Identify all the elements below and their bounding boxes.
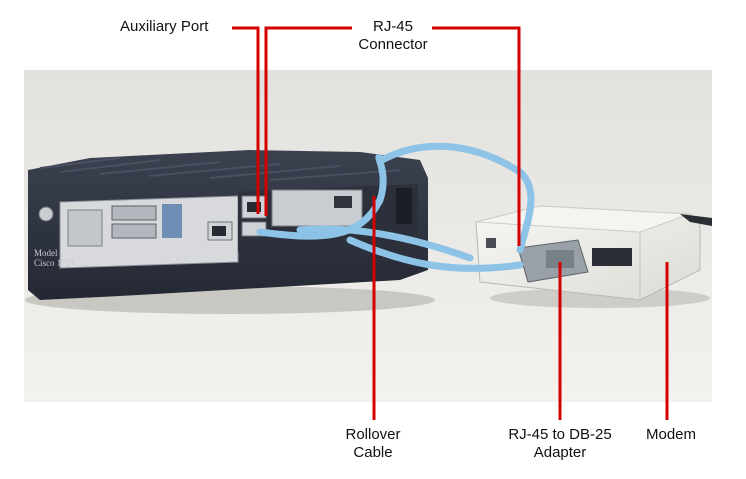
label-auxiliary-port: Auxiliary Port xyxy=(120,18,208,36)
db25-adapter xyxy=(517,239,589,283)
label-rollover-line2: Cable xyxy=(353,444,393,461)
label-rj45-line1: RJ-45 xyxy=(372,18,413,35)
callout-line-aux-port xyxy=(232,26,260,214)
label-modem: Modem xyxy=(636,426,706,444)
label-rollover-cable: Rollover Cable xyxy=(328,426,418,462)
callout-line-rj45-right xyxy=(432,26,521,246)
label-adapter-line1: RJ-45 to DB-25 xyxy=(508,426,612,443)
label-rj45-db25-adapter: RJ-45 to DB-25 Adapter xyxy=(490,426,630,462)
label-modem-text: Modem xyxy=(645,426,697,443)
router xyxy=(28,150,428,300)
label-rollover-line1: Rollover xyxy=(345,426,401,443)
callout-lines xyxy=(232,26,669,420)
router-model-line1: Model xyxy=(34,248,58,258)
label-rj45-line2: Connector xyxy=(358,36,428,53)
rollover-cable xyxy=(256,142,535,272)
router-model-line2: Cisco 1721 xyxy=(34,258,75,268)
label-auxiliary-port-text: Auxiliary Port xyxy=(120,18,209,35)
modem xyxy=(475,205,712,308)
label-rj45-connector: RJ-45 Connector xyxy=(348,18,438,54)
callout-line-rj45 xyxy=(264,26,352,216)
label-adapter-line2: Adapter xyxy=(533,444,587,461)
